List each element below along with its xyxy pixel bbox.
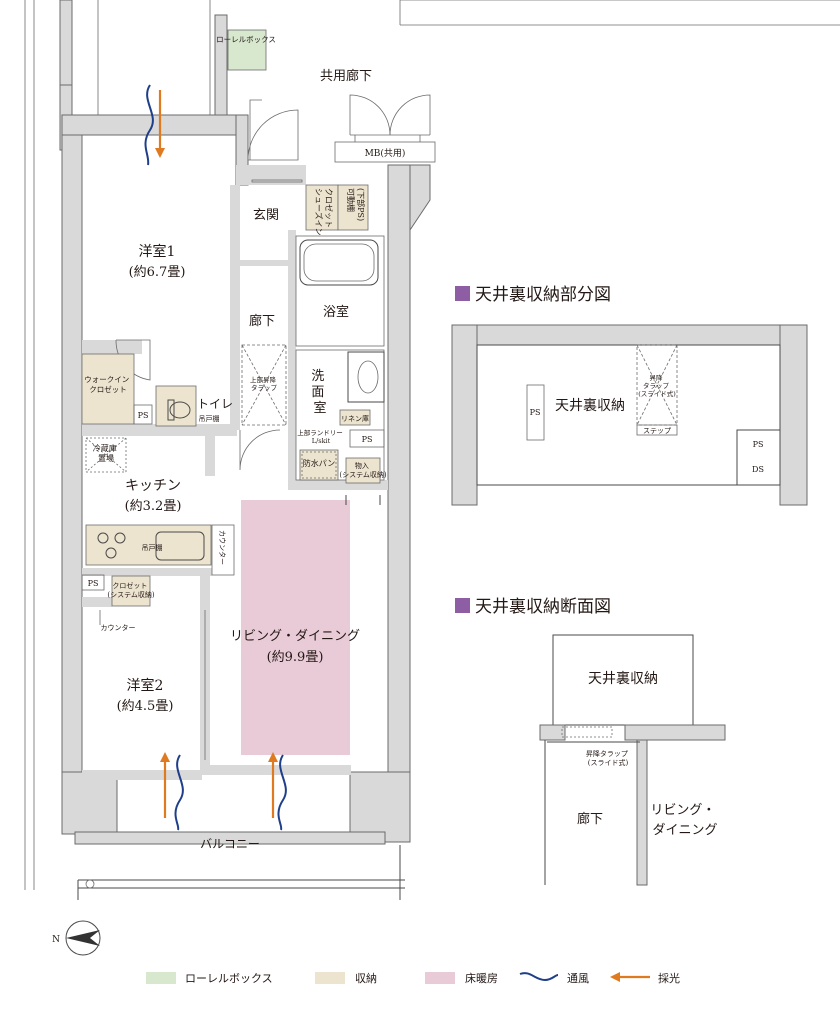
cabinet-label-2: 吊戸棚 — [142, 543, 163, 552]
floor-plan: ローレルボックス 共用廊下 MB(共用) 玄関 シューズイン クロゼット 可動棚… — [24, 0, 840, 956]
legend-daylight-icon — [610, 972, 650, 982]
attic-step-box — [636, 424, 678, 436]
legend-swatch-storage — [315, 972, 345, 984]
ps-box-1 — [133, 404, 153, 425]
cabinet-label-1: 吊戸棚 — [199, 414, 220, 423]
fridge-space — [85, 437, 127, 473]
legend-swatch-roller — [146, 972, 176, 984]
waterproof-pan — [299, 449, 339, 481]
shoes-closet — [305, 184, 339, 231]
room1-size: (約6.7畳) — [129, 265, 186, 280]
legend-label-daylight: 採光 — [658, 971, 680, 985]
legend-ventilation-icon — [519, 972, 559, 982]
legend-label-roller: ローレルボックス — [185, 972, 273, 985]
living-name: リビング・ダイニング — [230, 629, 360, 644]
storage-system-label: 物入 (システム収納) — [339, 461, 387, 479]
ps-box-2 — [349, 429, 385, 448]
movable-shelf — [337, 184, 369, 231]
toilet-label: トイレ — [197, 397, 233, 411]
upper-step-label: 上部昇降 タラップ — [250, 375, 278, 392]
attic-section-marker — [455, 598, 470, 613]
walkin-closet — [81, 353, 135, 425]
closet-system — [111, 575, 151, 607]
bathtub — [299, 239, 379, 286]
legend-label-ventilation: 通風 — [567, 972, 589, 985]
airflow-marker-living — [268, 752, 287, 831]
legend: ローレルボックス 収納 床暖房 通風 採光 — [146, 971, 680, 985]
fridge-label: 冷蔵庫 置場 — [93, 443, 120, 463]
airflow-marker-room2 — [160, 752, 184, 831]
attic-ds-label: DS — [752, 465, 764, 474]
attic-section-storage: 天井裏収納 — [588, 670, 658, 687]
stove-burner-1 — [97, 532, 109, 544]
room2-size: (約4.5畳) — [117, 699, 174, 714]
roller-box-label: ローレルボックス — [216, 35, 276, 44]
room1-name: 洋室1 — [139, 243, 176, 260]
attic-section-box — [552, 634, 694, 726]
ps-label-2: PS — [362, 435, 373, 444]
ps-label-3: PS — [88, 579, 99, 588]
attic-partial-storage: 天井裏収納 — [555, 397, 625, 414]
mb-box — [334, 141, 436, 163]
counter-box — [211, 524, 235, 576]
bath-label: 浴室 — [323, 304, 349, 320]
attic-section-living: リビング・ ダイニング — [650, 803, 719, 838]
attic-ps-box — [526, 384, 545, 441]
kitchen-counter — [85, 524, 212, 566]
upper-step-ladder — [241, 344, 287, 426]
airflow-marker-top — [144, 84, 165, 166]
attic-partial-view: 天井裏収納部分図 PS 天井裏収納 昇降 タラップ (スライド式) ステップ P… — [451, 284, 808, 506]
washroom-label: 洗 面 室 — [311, 369, 328, 416]
attic-ps2-label: PS — [753, 440, 764, 449]
ps-label-1: PS — [138, 411, 149, 420]
kitchen-size: (約3.2畳) — [125, 499, 182, 514]
living-size: (約9.9畳) — [267, 650, 324, 665]
common-corridor-label: 共用廊下 — [320, 68, 372, 84]
balcony-label: バルコニー — [200, 837, 260, 851]
linen-storage — [339, 409, 371, 426]
attic-partial-title: 天井裏収納部分図 — [475, 284, 611, 305]
roller-box — [227, 29, 267, 71]
walkin-closet-label: ウォークイン クロゼット — [84, 375, 131, 394]
toilet-fixture — [169, 401, 191, 419]
attic-section-ladder-label: 昇降タラップ (スライド式) — [586, 749, 630, 767]
compass-north-label: N — [52, 935, 60, 945]
shoes-closet-label: シューズイン クロゼット — [314, 188, 334, 238]
attic-ps-label: PS — [530, 408, 541, 417]
legend-label-heating: 床暖房 — [465, 971, 498, 985]
legend-label-storage: 収納 — [355, 972, 377, 985]
attic-section-corridor: 廊下 — [577, 811, 603, 827]
floor-heating-area — [241, 500, 350, 755]
closet-system-label: クロゼット (システム収納) — [107, 581, 155, 599]
laundry-label: 上部ランドリー L/skit — [297, 428, 345, 445]
counter-small-label: カウンター — [101, 623, 136, 632]
mb-label: MB(共用) — [365, 148, 406, 159]
washbasin — [347, 351, 385, 403]
kitchen-sink — [155, 531, 205, 561]
legend-swatch-heating — [425, 972, 455, 984]
room2-name: 洋室2 — [127, 677, 164, 694]
counter-label: カウンター — [218, 530, 227, 565]
stove-burner-3 — [105, 547, 117, 559]
attic-ps-ds-box — [736, 429, 781, 486]
bath-area — [295, 235, 385, 347]
stove-burner-2 — [114, 532, 126, 544]
entrance-label: 玄関 — [253, 208, 279, 223]
corridor-label: 廊下 — [249, 313, 275, 329]
ps-box-3 — [81, 574, 105, 591]
attic-section-view: 天井裏収納断面図 天井裏収納 昇降タラップ (スライド式) 廊下 リビング・ ダ… — [455, 596, 726, 886]
attic-step-ladder-label: 昇降 タラップ (スライド式) — [638, 373, 676, 398]
attic-step-label: ステップ — [643, 427, 671, 435]
outer-walls — [61, 114, 431, 900]
storage-system — [345, 457, 381, 484]
linen-label: リネン庫 — [341, 414, 369, 423]
kitchen-name: キッチン — [125, 478, 181, 494]
attic-section-title: 天井裏収納断面図 — [475, 596, 611, 617]
washroom-area — [295, 349, 385, 481]
attic-partial-marker — [455, 286, 470, 301]
pan-label: 防水パン — [303, 458, 335, 468]
movable-shelf-label: 可動棚 (下部PS) — [346, 188, 366, 221]
compass: N — [52, 920, 101, 956]
